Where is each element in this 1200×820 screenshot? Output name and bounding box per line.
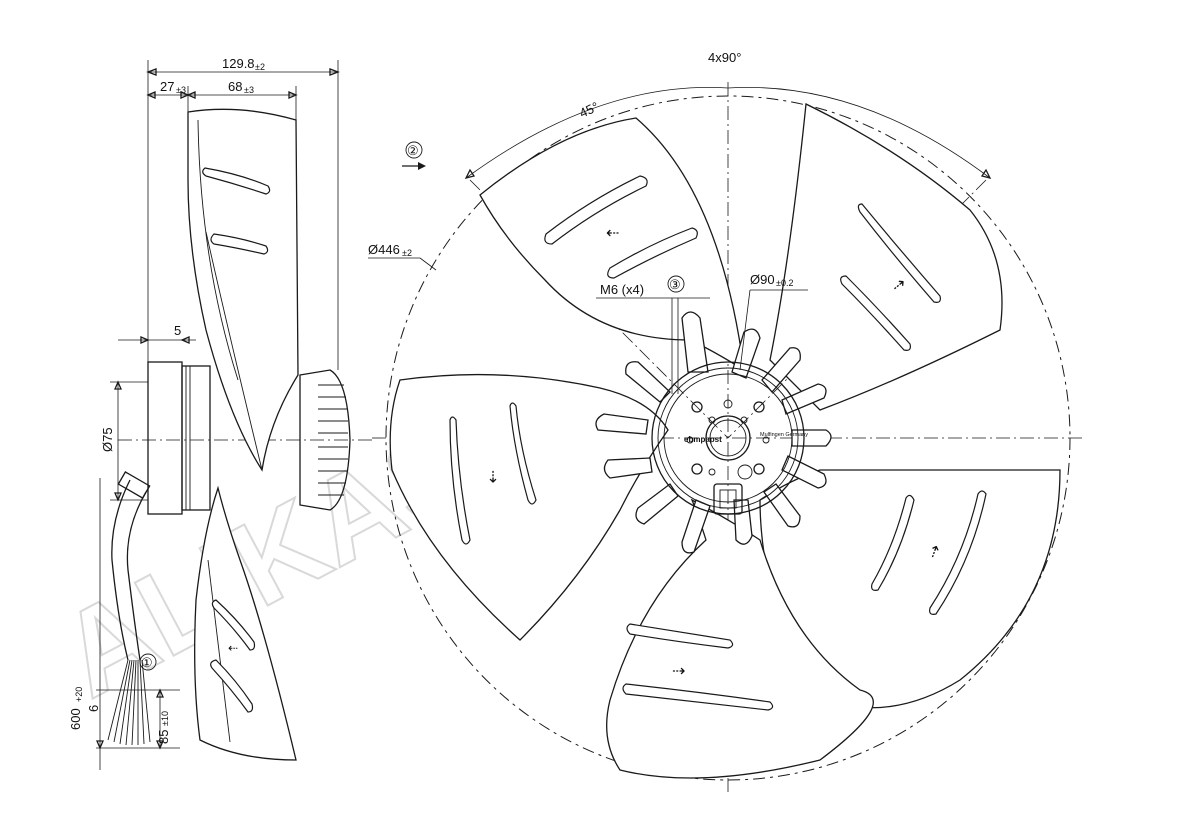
side-slots-lower (210, 599, 256, 713)
svg-text:⇢: ⇢ (925, 543, 946, 561)
side-view: ⇠ ① 129.8 ±2 27 ±3 68 ±3 (68, 56, 372, 770)
dim-flange-thickness: 5 (174, 323, 181, 338)
flow-arrows: ⇠ ⇢ ⇢ ⇢ ⇢ (484, 225, 945, 680)
svg-text:⇢: ⇢ (672, 663, 685, 680)
svg-text:±3: ±3 (176, 85, 186, 95)
svg-text:+20: +20 (74, 687, 84, 702)
blade-bottom (606, 498, 874, 779)
dim-angle-spacing: 4x90° (708, 50, 741, 65)
callout-cable: ① (141, 655, 153, 670)
dim-blade-depth: 68 (228, 79, 242, 94)
svg-text:±2: ±2 (255, 62, 265, 72)
side-slots-upper (202, 167, 271, 255)
dim-strip-length: 6 (86, 705, 101, 712)
side-blade-upper (187, 108, 299, 472)
dim-hub-offset: 27 (160, 79, 174, 94)
dim-outer-diameter: Ø446 (368, 242, 400, 257)
blade-bottom-right (759, 469, 1061, 709)
cable-gland (713, 483, 743, 515)
callout-rotation: ② (407, 143, 419, 158)
blade-left (389, 373, 669, 641)
arc-angle-spacing (465, 87, 991, 179)
hub-brand: ebmpapst (684, 435, 722, 444)
cable-wires (107, 659, 151, 746)
front-view: ⇠ ⇢ ⇢ ⇢ ⇢ (368, 50, 1082, 796)
motor-body (181, 365, 211, 511)
rotor (299, 369, 351, 511)
svg-text:±0.2: ±0.2 (776, 278, 793, 288)
dim-overall-length: 129.8 (222, 56, 255, 71)
motor-flange (147, 361, 183, 515)
dim-shaft-diameter: Ø75 (100, 427, 115, 452)
dim-wire-length: 85 (156, 730, 171, 744)
dim-angle-offset: 45° (577, 99, 601, 121)
dim-thread: M6 (x4) (600, 282, 644, 297)
svg-text:⇠: ⇠ (228, 641, 238, 655)
svg-text:⇢: ⇢ (484, 470, 501, 483)
blade-top (479, 117, 745, 372)
blade-slots (449, 175, 987, 711)
dim-cable-length: 600 (68, 708, 83, 730)
rotor-ribs (318, 384, 348, 496)
blade-right (769, 103, 1003, 411)
callout-thread: ③ (669, 277, 681, 292)
dim-bolt-circle: Ø90 (750, 272, 775, 287)
svg-text:±3: ±3 (244, 85, 254, 95)
hub-origin: Mulfingen Germany (760, 432, 808, 438)
cable (111, 479, 131, 661)
svg-text:⇠: ⇠ (606, 225, 619, 242)
svg-text:±10: ±10 (160, 711, 170, 726)
hub-fins (595, 311, 832, 554)
hub-bore (705, 415, 751, 461)
side-blade-lower (194, 485, 297, 761)
svg-text:±2: ±2 (402, 248, 412, 258)
mounting-holes (686, 399, 770, 480)
